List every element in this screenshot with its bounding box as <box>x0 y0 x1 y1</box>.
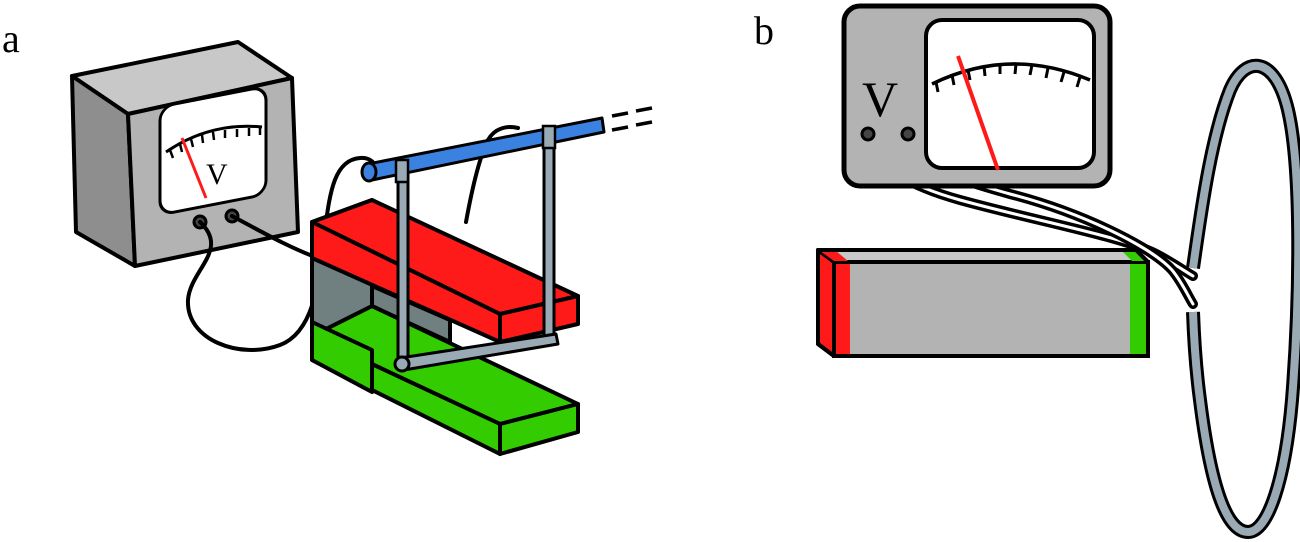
wire-loop <box>1186 58 1300 540</box>
voltmeter-b-ticks <box>934 63 1082 93</box>
voltmeter-b-terminal-left <box>860 126 876 142</box>
rail-bottom-end <box>393 355 411 373</box>
panel-a-label: a <box>2 16 20 61</box>
bar-magnet-north-face <box>836 264 850 354</box>
rod-continuation <box>611 106 653 132</box>
voltmeter-a: V <box>70 40 300 268</box>
voltmeter-a-symbol: V <box>206 158 228 191</box>
panel-b-label: b <box>754 8 774 53</box>
voltmeter-b-face <box>924 18 1096 170</box>
magnet-south-face <box>310 320 374 394</box>
panel-a: a V <box>2 16 653 456</box>
bar-magnet-end-left <box>816 248 836 358</box>
wire-a-left <box>185 155 380 352</box>
voltmeter-b: V <box>841 3 1113 189</box>
rail-left-vertical <box>396 166 410 370</box>
rail-frame <box>360 106 653 373</box>
wire-a-right <box>230 214 320 260</box>
bar-magnet-top-south <box>1122 251 1146 261</box>
rail-right-vertical <box>542 130 556 342</box>
voltmeter-b-needle <box>956 55 1000 171</box>
rod-clip-left <box>394 158 410 184</box>
bar-magnet-top-north <box>820 251 848 261</box>
bar-magnet-south-face <box>1130 264 1146 354</box>
moving-rod-end <box>360 161 378 183</box>
voltmeter-a-face <box>158 87 268 214</box>
rod-clip-right <box>541 124 557 150</box>
voltmeter-b-symbol: V <box>862 71 898 127</box>
panel-b: b <box>754 3 1300 540</box>
bar-magnet-front <box>832 260 1150 358</box>
bar-magnet <box>816 248 1150 358</box>
voltmeter-a-needle <box>180 137 208 199</box>
voltmeter-a-ticks <box>168 127 262 159</box>
horseshoe-magnet <box>310 198 580 456</box>
voltmeter-b-terminal-right <box>900 126 916 142</box>
wire-loop-inner <box>1189 61 1300 537</box>
voltmeter-b-scale <box>931 62 1091 86</box>
voltmeter-a-scale <box>165 124 263 154</box>
